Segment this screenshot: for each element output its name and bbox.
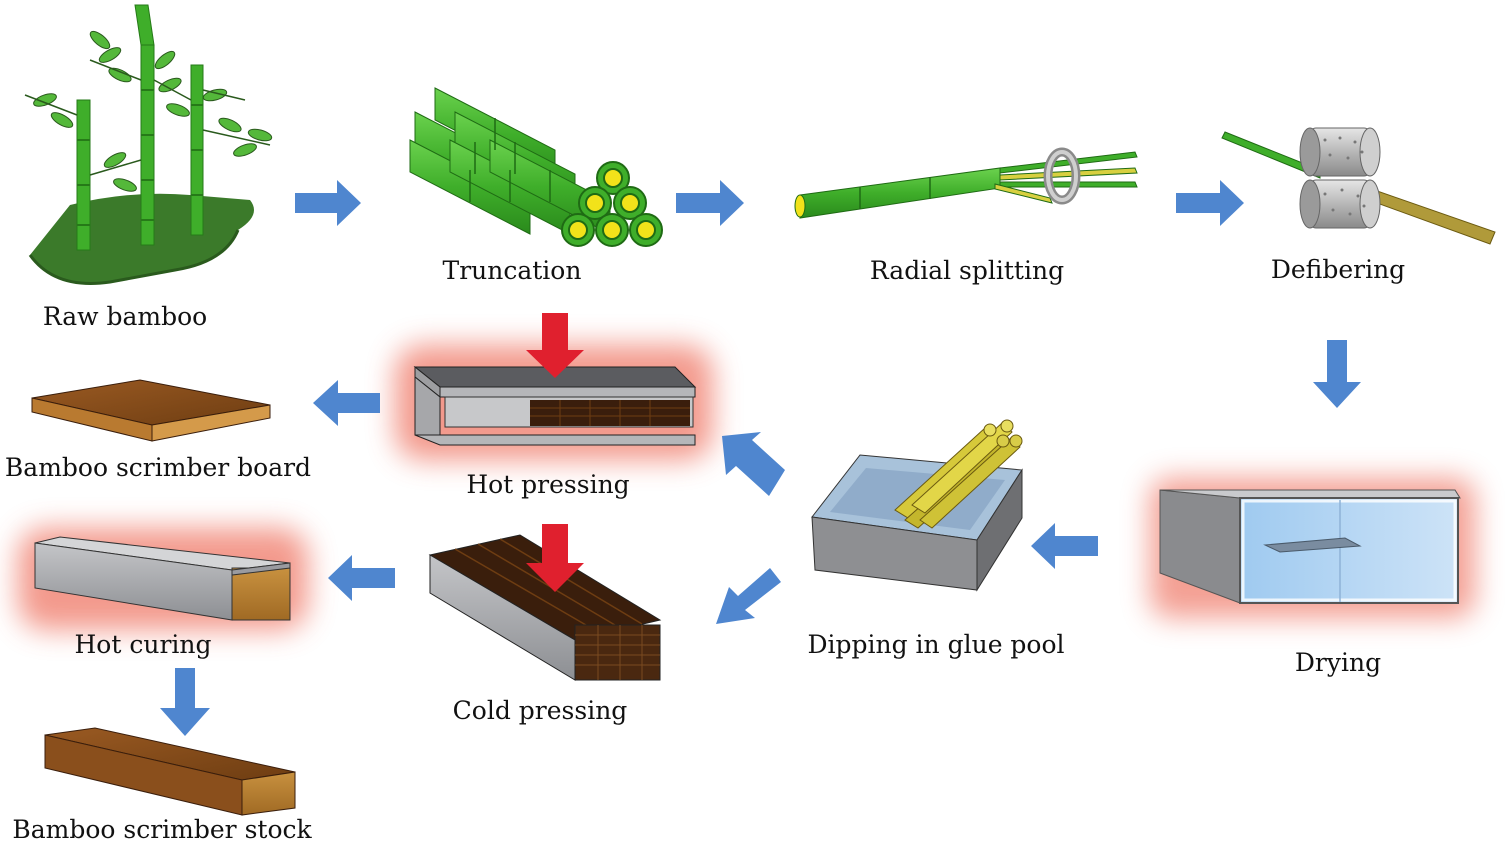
cold-pressing-illustration (428, 534, 662, 681)
label-defibering: Defibering (1270, 255, 1406, 284)
radial-splitting-illustration (794, 147, 1138, 219)
label-raw-bamboo: Raw bamboo (42, 302, 208, 331)
label-cold-pressing: Cold pressing (452, 696, 628, 725)
scrimber-stock-illustration (44, 727, 296, 816)
label-scrimber-stock: Bamboo scrimber stock (12, 815, 312, 844)
arrow-defibering-to-drying (1313, 340, 1361, 408)
arrow-splitting-to-defibering (1176, 180, 1244, 226)
arrow-dipping-to-hot-pressing (722, 432, 785, 496)
arrow-curing-to-stock (160, 668, 210, 736)
label-hot-pressing: Hot pressing (466, 470, 630, 499)
arrow-raw-to-truncation (295, 180, 361, 226)
label-hot-curing: Hot curing (74, 630, 212, 659)
arrow-truncation-to-splitting (676, 180, 744, 226)
arrow-hot-pressing-to-board (313, 380, 380, 426)
raw-bamboo-illustration (24, 4, 273, 285)
arrow-dipping-to-cold-pressing (716, 568, 781, 624)
label-scrimber-board: Bamboo scrimber board (4, 453, 312, 482)
defibering-illustration (1221, 127, 1496, 245)
truncation-illustration (409, 87, 663, 247)
hot-pressing-illustration (395, 345, 713, 460)
label-dipping: Dipping in glue pool (807, 630, 1065, 659)
hot-curing-illustration (18, 528, 308, 630)
arrow-cold-pressing-to-curing (328, 555, 395, 601)
dipping-illustration (811, 419, 1023, 592)
scrimber-board-illustration (31, 379, 271, 442)
label-truncation: Truncation (442, 256, 582, 285)
arrow-drying-to-dipping (1031, 523, 1098, 569)
drying-illustration (1150, 478, 1475, 618)
cold-press-force-arrow (526, 524, 584, 592)
label-drying: Drying (1294, 648, 1382, 677)
hot-press-force-arrow (526, 313, 584, 378)
label-radial-splitting: Radial splitting (869, 256, 1065, 285)
